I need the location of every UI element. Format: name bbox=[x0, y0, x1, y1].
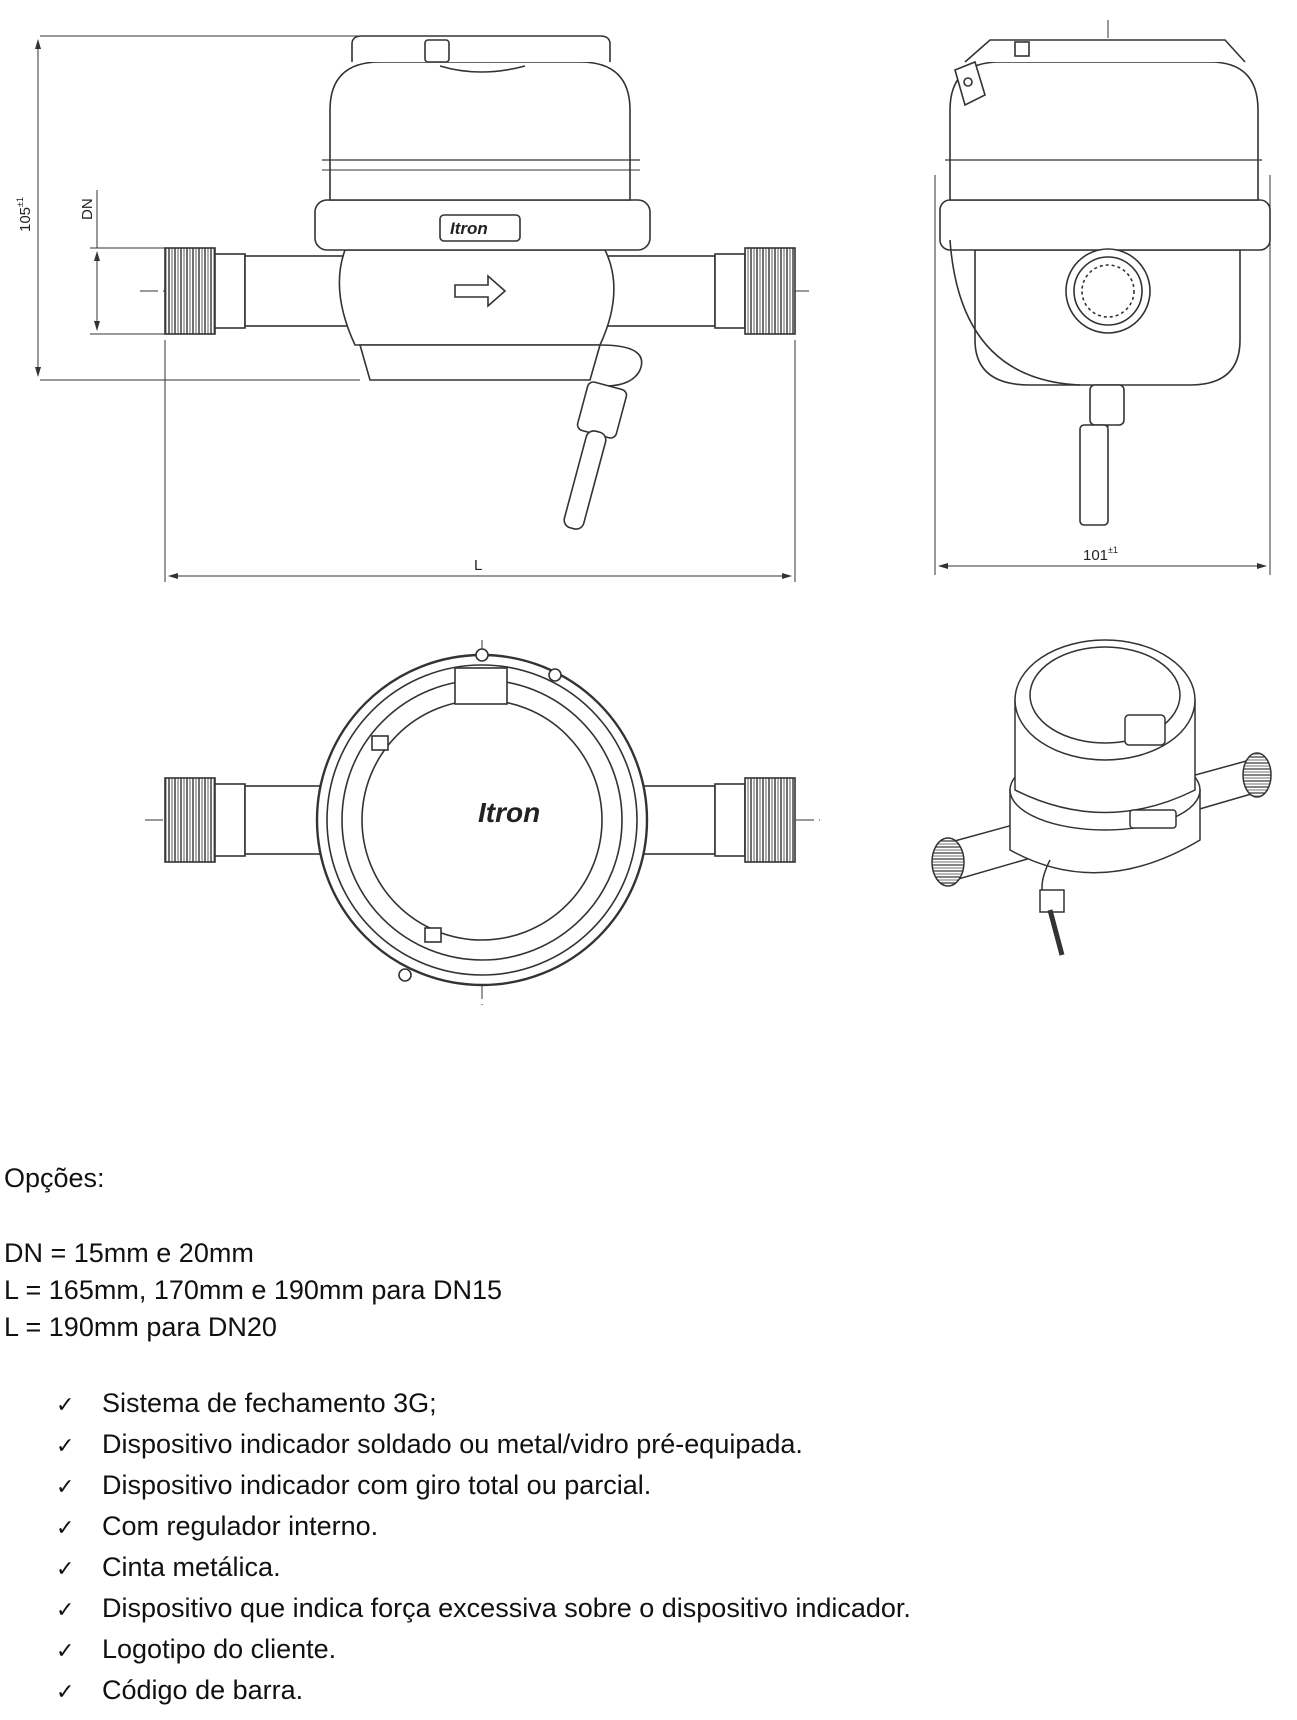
brand-logo-badge bbox=[439, 214, 521, 242]
check-icon: ✓ bbox=[56, 1639, 75, 1664]
check-icon: ✓ bbox=[56, 1557, 75, 1582]
length-dimension: L bbox=[164, 340, 796, 582]
options-heading: Opções: bbox=[4, 1163, 105, 1193]
option-dn: DN = 15mm e 20mm bbox=[4, 1238, 254, 1268]
feature-text: Código de barra. bbox=[102, 1675, 304, 1705]
feature-text: Dispositivo indicador soldado ou metal/v… bbox=[102, 1429, 803, 1459]
right-thread bbox=[744, 247, 796, 335]
top-view: Itron bbox=[145, 640, 820, 1005]
feature-item: ✓ Logotipo do cliente. bbox=[56, 1630, 1284, 1671]
feature-item: ✓ Sistema de fechamento 3G; bbox=[56, 1384, 1284, 1425]
option-length-dn20: L = 190mm para DN20 bbox=[4, 1312, 277, 1342]
left-thread bbox=[164, 247, 216, 335]
check-icon: ✓ bbox=[56, 1680, 75, 1705]
length-dimension-label: L bbox=[474, 557, 482, 574]
feature-text: Logotipo do cliente. bbox=[102, 1634, 337, 1664]
feature-text: Com regulador interno. bbox=[102, 1511, 379, 1541]
feature-text: Sistema de fechamento 3G; bbox=[102, 1388, 437, 1418]
features-list: ✓ Sistema de fechamento 3G; ✓ Dispositiv… bbox=[4, 1384, 1284, 1712]
brand-logo: Itron bbox=[450, 219, 488, 238]
dn-dimension-label: DN bbox=[79, 198, 96, 220]
width-dimension-label: 101±1 bbox=[1083, 545, 1118, 564]
check-icon: ✓ bbox=[56, 1475, 75, 1500]
flow-arrow-icon bbox=[454, 274, 507, 308]
feature-item: ✓ Cinta metálica. bbox=[56, 1548, 1284, 1589]
feature-item: ✓ Dispositivo que indica força excessiva… bbox=[56, 1589, 1284, 1630]
feature-item: ✓ Com regulador interno. bbox=[56, 1507, 1284, 1548]
technical-drawing: 105±1 DN bbox=[15, 20, 1272, 1005]
options-list: DN = 15mm e 20mm L = 165mm, 170mm e 190m… bbox=[4, 1235, 1284, 1346]
brand-logo-top: Itron bbox=[478, 797, 540, 828]
specification-section: Opções: DN = 15mm e 20mm L = 165mm, 170m… bbox=[4, 1160, 1284, 1712]
front-view: 105±1 DN bbox=[15, 35, 810, 582]
feature-text: Dispositivo indicador com giro total ou … bbox=[102, 1470, 652, 1500]
option-length-dn15: L = 165mm, 170mm e 190mm para DN15 bbox=[4, 1275, 502, 1305]
height-dimension: 105±1 bbox=[15, 35, 360, 381]
feature-text: Dispositivo que indica força excessiva s… bbox=[102, 1593, 911, 1623]
dn-dimension: DN bbox=[79, 190, 175, 335]
check-icon: ✓ bbox=[56, 1598, 75, 1623]
side-view: 101±1 bbox=[934, 20, 1271, 575]
check-icon: ✓ bbox=[56, 1434, 75, 1459]
feature-item: ✓ Dispositivo indicador soldado ou metal… bbox=[56, 1425, 1284, 1466]
feature-item: ✓ Dispositivo indicador com giro total o… bbox=[56, 1466, 1284, 1507]
check-icon: ✓ bbox=[56, 1393, 75, 1418]
isometric-view bbox=[931, 639, 1272, 956]
feature-text: Cinta metálica. bbox=[102, 1552, 281, 1582]
check-icon: ✓ bbox=[56, 1516, 75, 1541]
height-dimension-label: 105±1 bbox=[15, 197, 34, 232]
width-dimension: 101±1 bbox=[934, 175, 1271, 575]
feature-item: ✓ Código de barra. bbox=[56, 1671, 1284, 1712]
